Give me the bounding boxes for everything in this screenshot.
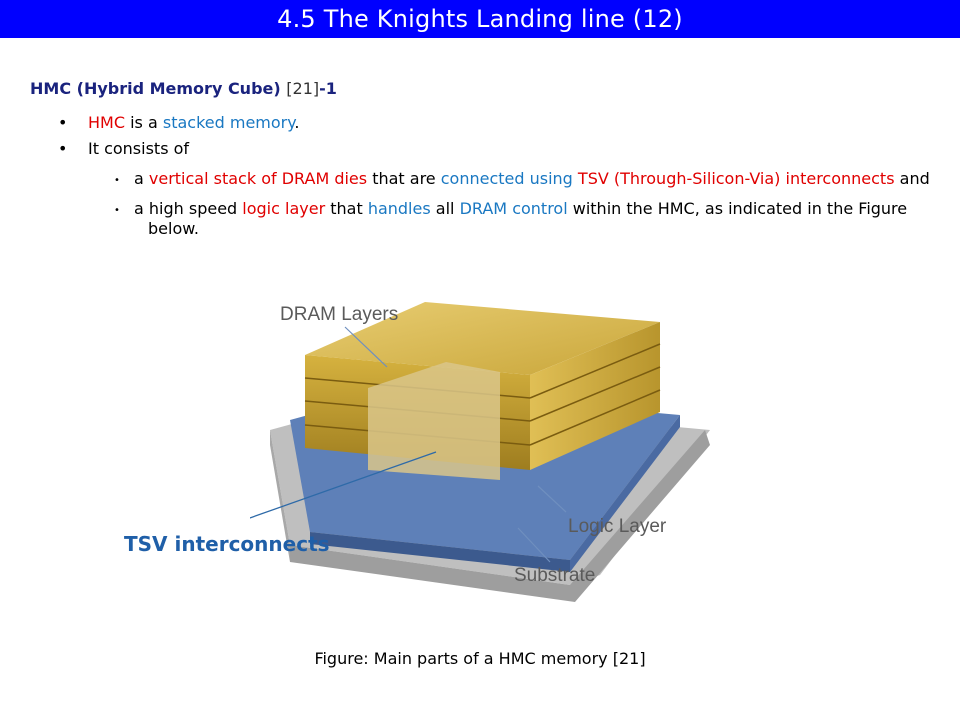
sub-bullet-1: • a vertical stack of DRAM dies that are… bbox=[114, 169, 942, 189]
title-bar: 4.5 The Knights Landing line (12) bbox=[0, 0, 960, 38]
label-logic-layer: Logic Layer bbox=[568, 516, 667, 537]
text-span: vertical stack of DRAM dies bbox=[148, 169, 368, 188]
text-span: a high speed bbox=[134, 199, 243, 218]
slide-title: 4.5 The Knights Landing line (12) bbox=[277, 5, 683, 33]
tsv-interconnects-label: TSV interconnects bbox=[124, 532, 330, 556]
text-span: TSV (Through-Silicon-Via) interconnects bbox=[577, 169, 895, 188]
label-dram-layers: DRAM Layers bbox=[280, 304, 398, 325]
text-span: is a bbox=[125, 113, 163, 132]
bullet-list: HMC is a stacked memory. It consists of … bbox=[58, 113, 942, 239]
text-span: HMC bbox=[88, 113, 126, 132]
sub-bullet-2: • a high speed logic layer that handles … bbox=[114, 199, 942, 239]
heading-bold: HMC (Hybrid Memory Cube) bbox=[30, 79, 281, 98]
text-span: . bbox=[294, 113, 300, 132]
text-span: a bbox=[134, 169, 149, 188]
text-span: that are bbox=[367, 169, 441, 188]
text-span: that bbox=[325, 199, 368, 218]
text-span: within the HMC, as indicated in the Figu… bbox=[148, 199, 908, 238]
hmc-figure: DRAM Layers Logic Layer Substrate bbox=[250, 302, 710, 602]
figure-caption: Figure: Main parts of a HMC memory [21] bbox=[314, 649, 646, 668]
bullet-2: It consists of bbox=[58, 139, 942, 159]
text-span: handles bbox=[367, 199, 431, 218]
text-span: stacked memory bbox=[162, 113, 295, 132]
bullet-dot: • bbox=[114, 205, 120, 216]
tsv-pins bbox=[368, 362, 500, 486]
section-heading: HMC (Hybrid Memory Cube) [21]-1 bbox=[30, 79, 337, 98]
text-span: It consists of bbox=[88, 139, 190, 158]
label-substrate: Substrate bbox=[514, 565, 595, 586]
heading-suffix: -1 bbox=[319, 79, 337, 98]
text-span: all bbox=[430, 199, 460, 218]
bullet-dot: • bbox=[114, 175, 120, 186]
text-span: DRAM control bbox=[459, 199, 568, 218]
heading-ref: [21] bbox=[286, 79, 320, 98]
bullet-1: HMC is a stacked memory. bbox=[58, 113, 942, 133]
text-span: and bbox=[894, 169, 930, 188]
text-span: logic layer bbox=[242, 199, 326, 218]
text-span: connected using bbox=[440, 169, 573, 188]
